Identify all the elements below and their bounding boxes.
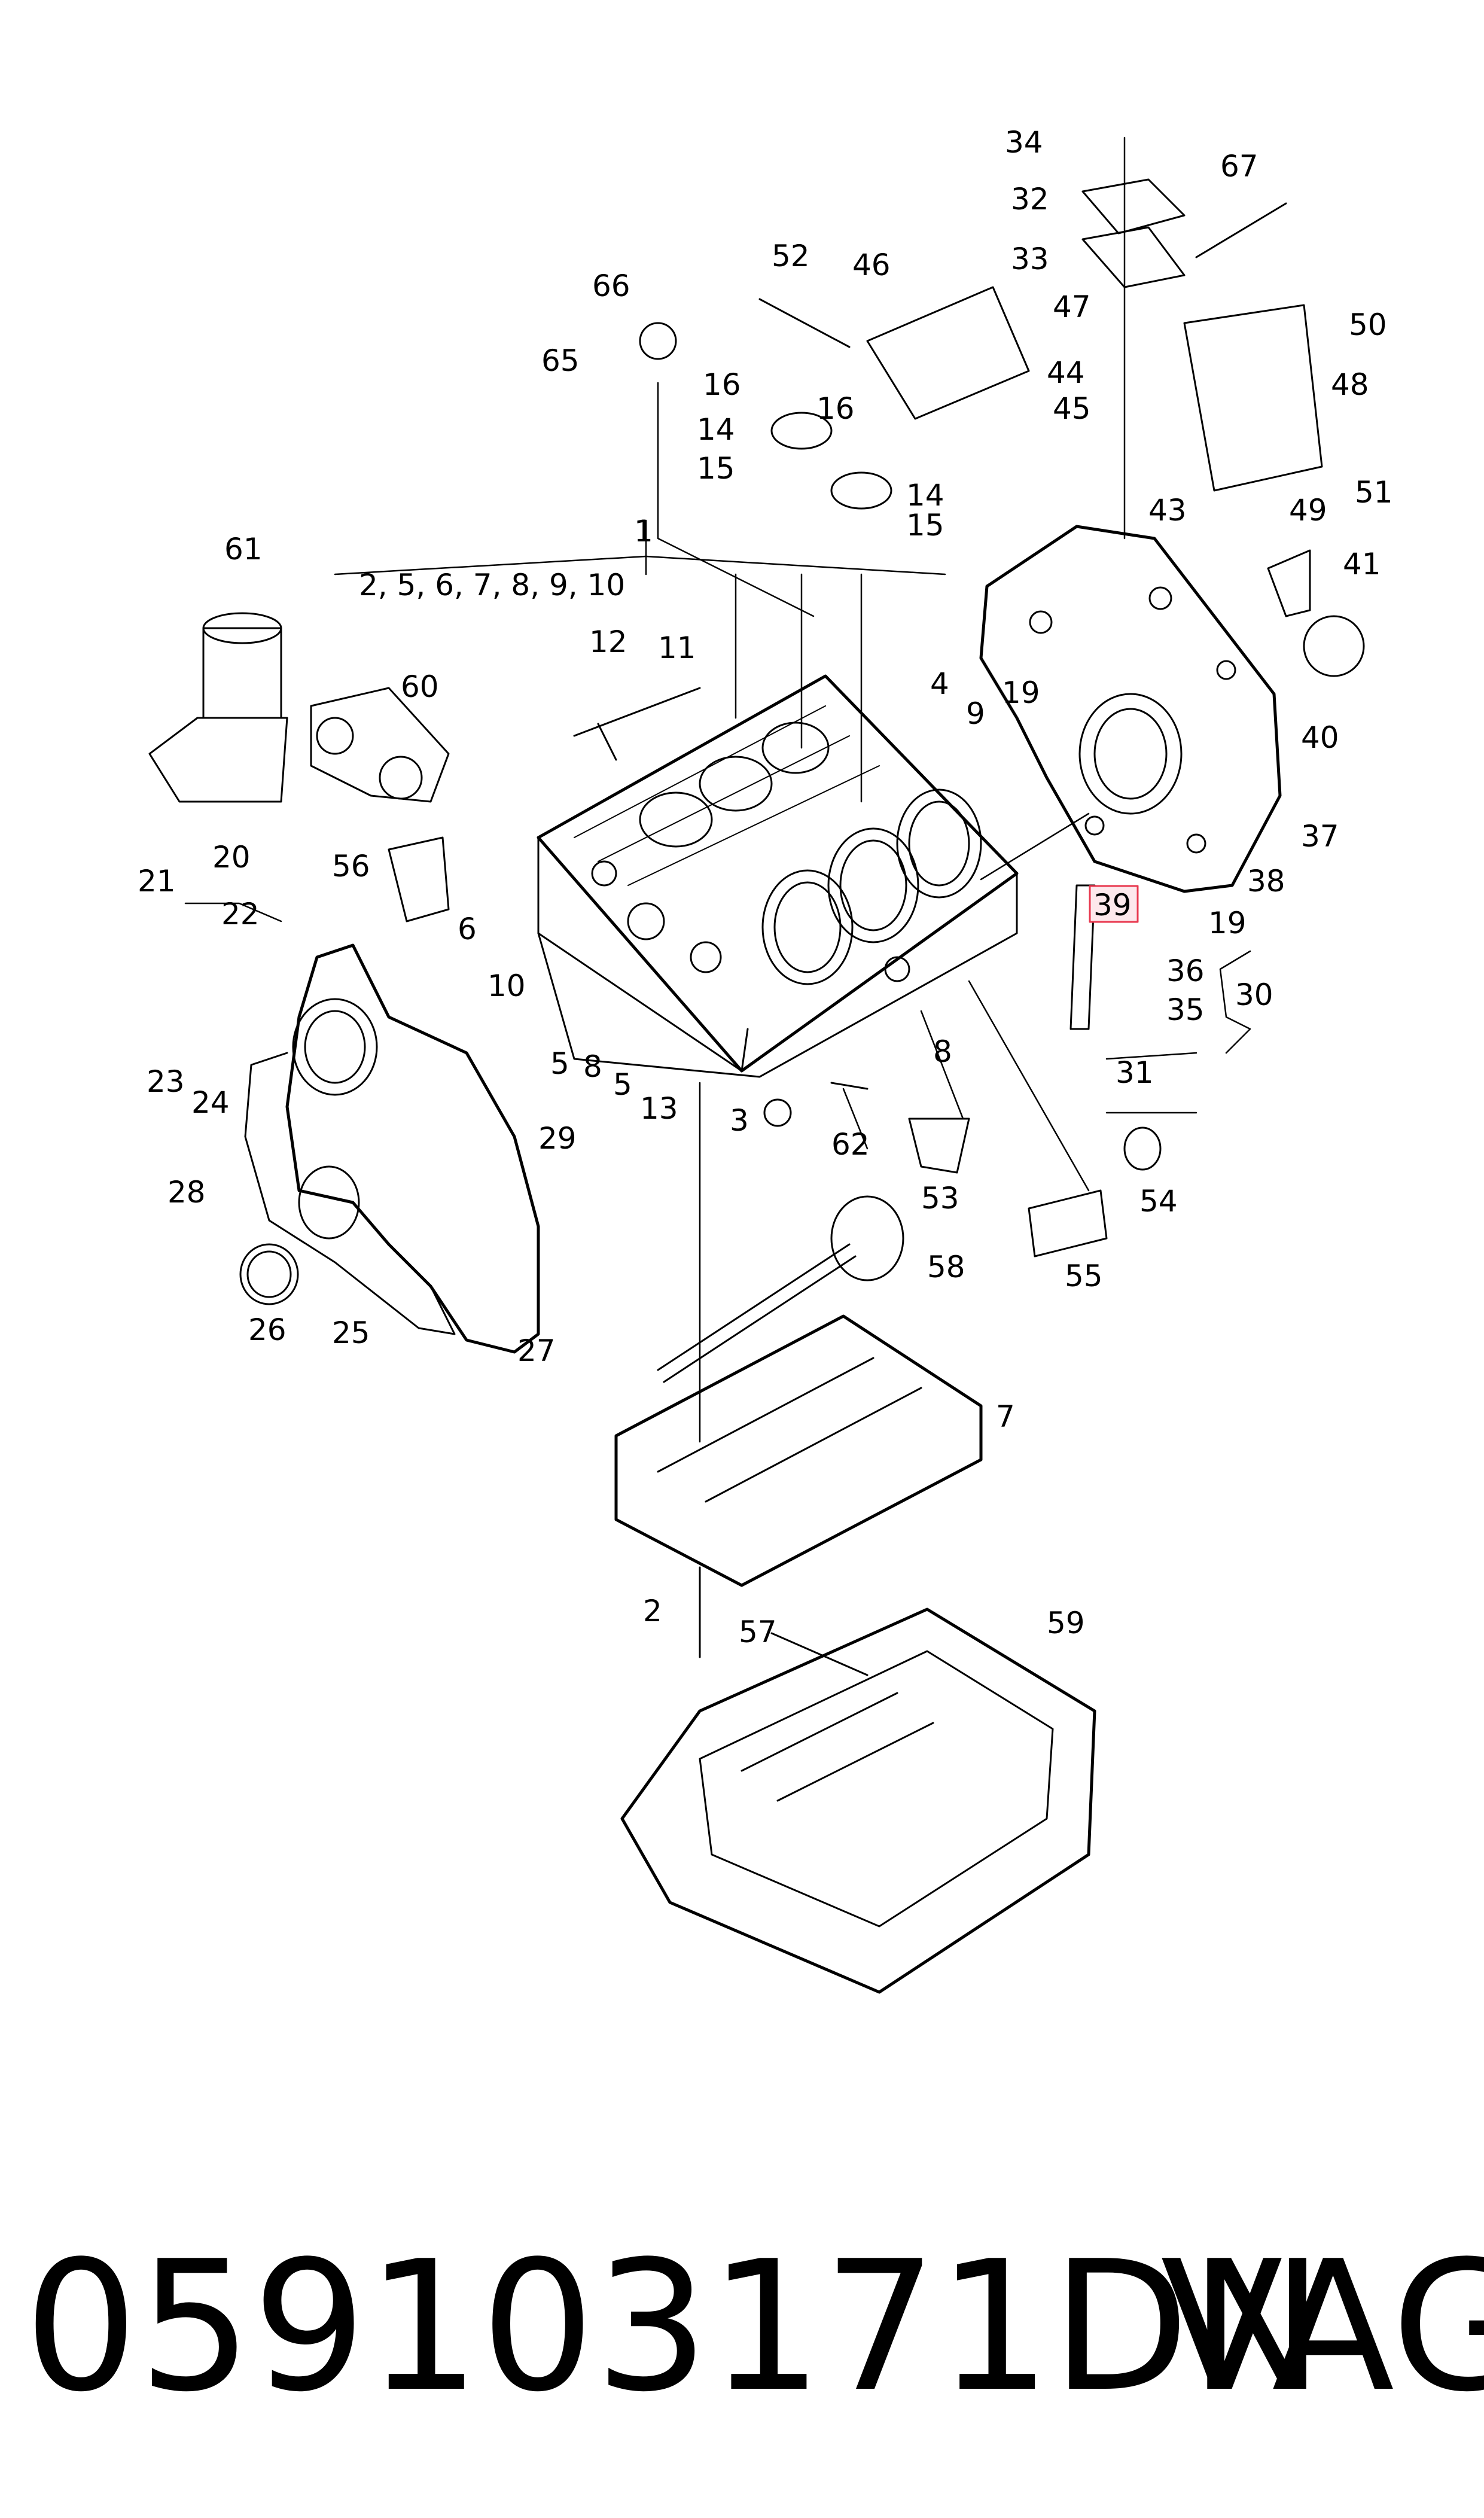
label-40: 40 [1301,720,1339,755]
label-20: 20 [212,840,251,875]
label-5-a: 5 [550,1046,569,1081]
label-49: 49 [1289,493,1327,528]
label-3: 3 [730,1103,749,1138]
label-23: 23 [147,1064,185,1099]
water-pump [310,687,450,803]
label-10: 10 [487,969,526,1003]
label-61: 61 [224,532,263,567]
label-1-sub: 2, 5, 6, 7, 8, 9, 10 [359,568,625,602]
label-26: 26 [248,1313,287,1347]
label-24: 24 [191,1085,230,1120]
label-45: 45 [1053,391,1091,426]
label-66: 66 [592,269,630,303]
label-19-a: 19 [1002,675,1040,710]
label-4: 4 [930,666,949,701]
label-15-b: 15 [906,508,944,543]
label-8-a: 8 [583,1049,602,1084]
label-27: 27 [517,1333,556,1368]
leader-lines [184,136,1251,1443]
label-16-b: 16 [816,391,855,426]
label-41: 41 [1343,547,1381,581]
label-11: 11 [658,631,696,665]
label-19-b: 19 [1208,906,1247,940]
label-51: 51 [1355,475,1393,510]
small-parts [388,178,1365,1676]
label-1: 1 [634,514,653,549]
label-25: 25 [332,1316,370,1350]
label-31: 31 [1116,1055,1154,1090]
label-58: 58 [927,1250,965,1284]
label-48: 48 [1331,367,1369,402]
label-30: 30 [1235,978,1273,1012]
label-13: 13 [640,1091,678,1126]
oil-pan [620,1607,1096,1994]
brand-name: VAG [1160,2222,1484,2431]
label-53: 53 [921,1181,959,1216]
caption: 059103171DN VAG [24,2213,1484,2465]
label-22: 22 [221,897,260,931]
label-14-a: 14 [697,412,735,447]
label-47: 47 [1053,290,1091,324]
label-39: 39 [1093,888,1132,922]
label-57: 57 [739,1615,777,1649]
label-34: 34 [1005,125,1043,160]
label-9: 9 [966,696,985,731]
label-14-b: 14 [906,478,944,513]
timing-cover [979,525,1282,893]
label-32: 32 [1011,182,1049,217]
oil-filter-housing [148,612,288,803]
label-44: 44 [1047,355,1085,390]
label-6: 6 [458,912,477,946]
label-52: 52 [772,239,810,273]
label-55: 55 [1065,1259,1103,1293]
label-35: 35 [1166,992,1205,1027]
label-62: 62 [831,1127,870,1162]
label-38: 38 [1247,864,1285,899]
label-28: 28 [167,1175,206,1210]
label-67: 67 [1220,149,1258,184]
label-12: 12 [589,625,627,659]
balance-shaft [657,1195,904,1383]
label-8-b: 8 [933,1034,952,1069]
engine-block [537,674,1019,1078]
label-15-a: 15 [697,451,735,486]
part-number: 059103171DN [24,2222,1324,2431]
label-65: 65 [541,343,580,378]
engine-block-exploded-diagram: 1 2, 5, 6, 7, 8, 9, 10 2 3 4 5 5 6 7 8 8… [138,125,1393,1994]
label-16-a: 16 [703,367,741,402]
label-59: 59 [1047,1606,1085,1640]
label-29: 29 [538,1121,577,1156]
label-7: 7 [996,1399,1015,1434]
label-36: 36 [1166,954,1205,988]
ladder-frame [614,1314,983,1587]
label-50: 50 [1349,307,1387,342]
label-54: 54 [1139,1184,1178,1219]
label-5-b: 5 [613,1067,632,1102]
label-46: 46 [852,248,891,282]
front-cover [239,943,540,1354]
label-21: 21 [138,864,176,899]
label-33: 33 [1011,242,1049,276]
label-60: 60 [401,669,439,704]
label-37: 37 [1301,819,1339,854]
label-43: 43 [1148,493,1187,528]
highlight-box-39 [1089,885,1139,923]
label-56: 56 [332,849,370,884]
label-2: 2 [643,1594,662,1628]
